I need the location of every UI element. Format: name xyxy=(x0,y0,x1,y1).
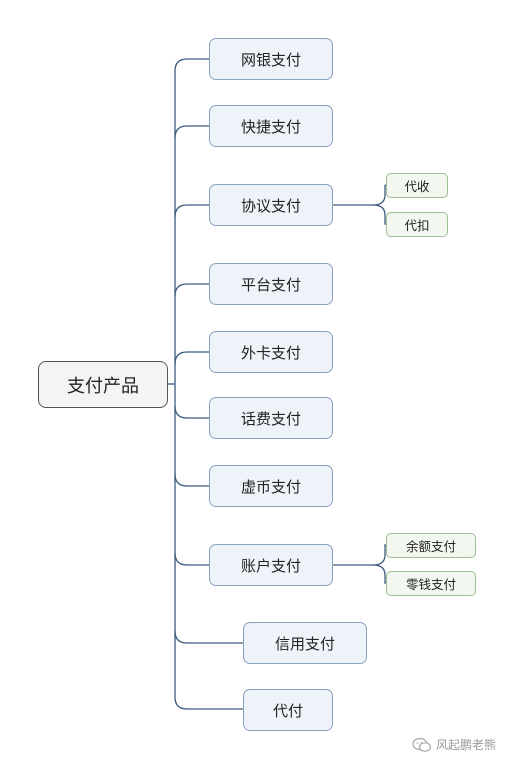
connector-sub-zhanghu xyxy=(333,544,387,584)
branch-daifu[interactable]: 代付 xyxy=(243,689,333,731)
watermark-text: 风起鹏老熊 xyxy=(436,738,497,752)
branch-xieyi-pay[interactable]: 协议支付 xyxy=(209,184,333,226)
wechat-icon xyxy=(412,737,432,752)
connector-branch-10 xyxy=(174,696,243,710)
watermark: 风起鹏老熊 xyxy=(412,736,496,753)
connector-branch-5 xyxy=(174,351,209,365)
connector-branch-3 xyxy=(174,204,209,218)
leaf-lingqian-pay[interactable]: 零钱支付 xyxy=(386,571,476,596)
branch-pingtai-pay[interactable]: 平台支付 xyxy=(209,263,333,305)
root-node[interactable]: 支付产品 xyxy=(38,361,168,408)
branch-xubi-pay[interactable]: 虚币支付 xyxy=(209,465,333,507)
branch-xinyong-pay[interactable]: 信用支付 xyxy=(243,622,367,664)
connector-branch-6 xyxy=(174,405,209,419)
leaf-yue-pay[interactable]: 余额支付 xyxy=(386,533,476,558)
connector-branch-2 xyxy=(174,125,209,139)
leaf-daishou[interactable]: 代收 xyxy=(386,173,448,198)
leaf-daikou[interactable]: 代扣 xyxy=(386,212,448,237)
branch-huafei-pay[interactable]: 话费支付 xyxy=(209,397,333,439)
connector-branch-8 xyxy=(174,552,209,566)
connector-branch-4 xyxy=(174,283,209,297)
connector-branch-9 xyxy=(174,630,243,644)
connector-sub-xieyi xyxy=(333,184,387,225)
branch-kuaijie-pay[interactable]: 快捷支付 xyxy=(209,105,333,147)
branch-zhanghu-pay[interactable]: 账户支付 xyxy=(209,544,333,586)
branch-wangyin-pay[interactable]: 网银支付 xyxy=(209,38,333,80)
connector-branch-7 xyxy=(174,473,209,487)
branch-waika-pay[interactable]: 外卡支付 xyxy=(209,331,333,373)
connector-branch-1 xyxy=(174,58,209,72)
